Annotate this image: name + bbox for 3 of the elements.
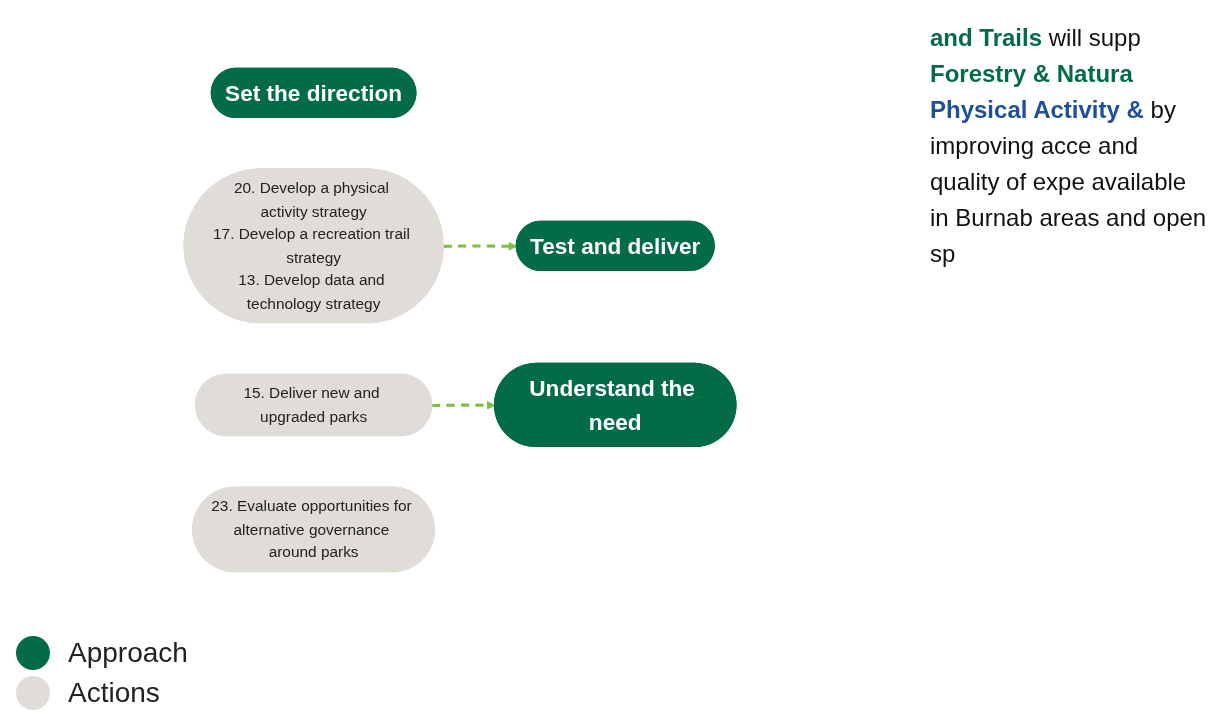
legend-label: Approach — [68, 637, 188, 669]
legend-label: Actions — [68, 677, 160, 709]
description-text: and Trails will supp Forestry & Natura Physical Activity & by improving acce and quality of expe available in Burnab areas and open sp — [930, 23, 1208, 269]
